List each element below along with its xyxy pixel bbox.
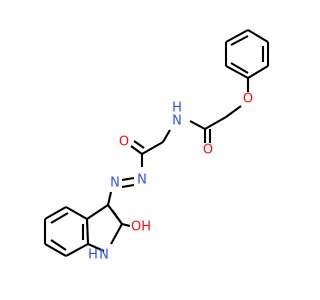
indole-nitrogen-label: N (99, 248, 109, 263)
amide-hydrogen-label: H (172, 101, 182, 116)
hydroxyl-group-label: OH (131, 220, 151, 235)
amide-oxygen-right-label: O (203, 143, 213, 158)
azo-nitrogen-2-label: N (110, 176, 120, 191)
amide-nitrogen-label: N (172, 114, 182, 129)
ether-oxygen-label: O (243, 92, 253, 107)
azo-nitrogen-1-label: N (137, 173, 147, 188)
atom-labels: O O N H O N N N H OH (88, 92, 253, 263)
molecule-structure: O O N H O N N N H OH (43, 29, 270, 263)
indole-hydrogen-label: H (88, 248, 98, 263)
bond-lines (43, 29, 270, 257)
amide-oxygen-left-label: O (119, 135, 129, 150)
